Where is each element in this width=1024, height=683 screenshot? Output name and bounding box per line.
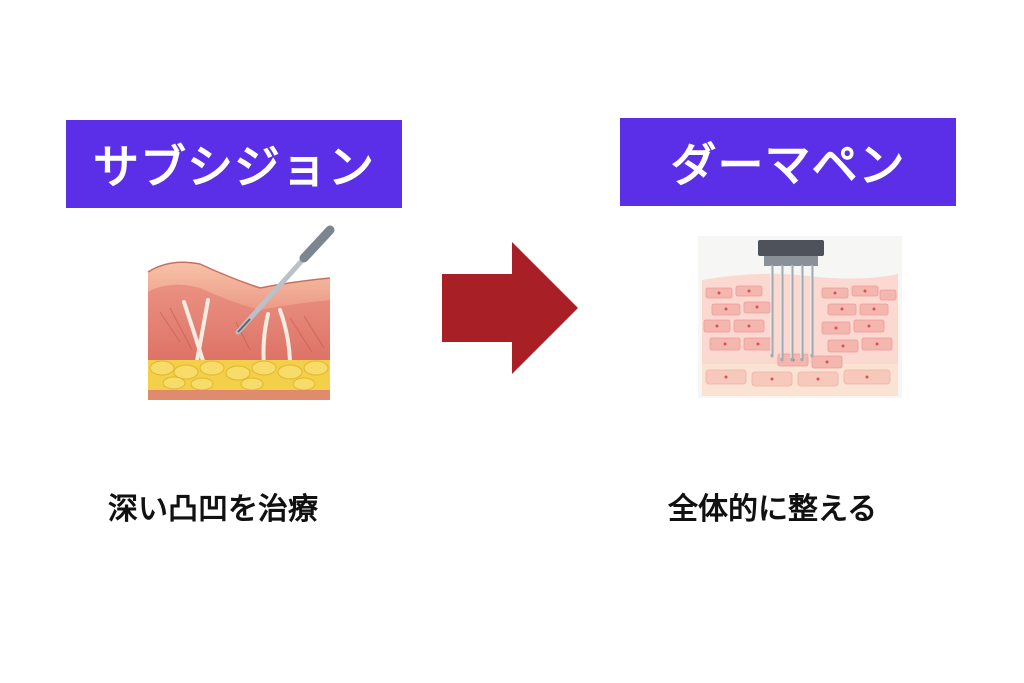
dermapen-caption: 全体的に整える (668, 492, 878, 527)
subcision-title: サブシジョン (66, 120, 402, 208)
skin-microneedle-illustration-icon (698, 236, 902, 398)
skin-needle-illustration-icon (147, 225, 335, 400)
dermapen-title: ダーマペン (620, 118, 956, 206)
subcision-caption: 深い凸凹を治療 (108, 492, 318, 527)
right-arrow-icon (442, 242, 578, 374)
dermapen-title-text: ダーマペン (670, 138, 906, 192)
subcision-title-text: サブシジョン (93, 140, 375, 194)
